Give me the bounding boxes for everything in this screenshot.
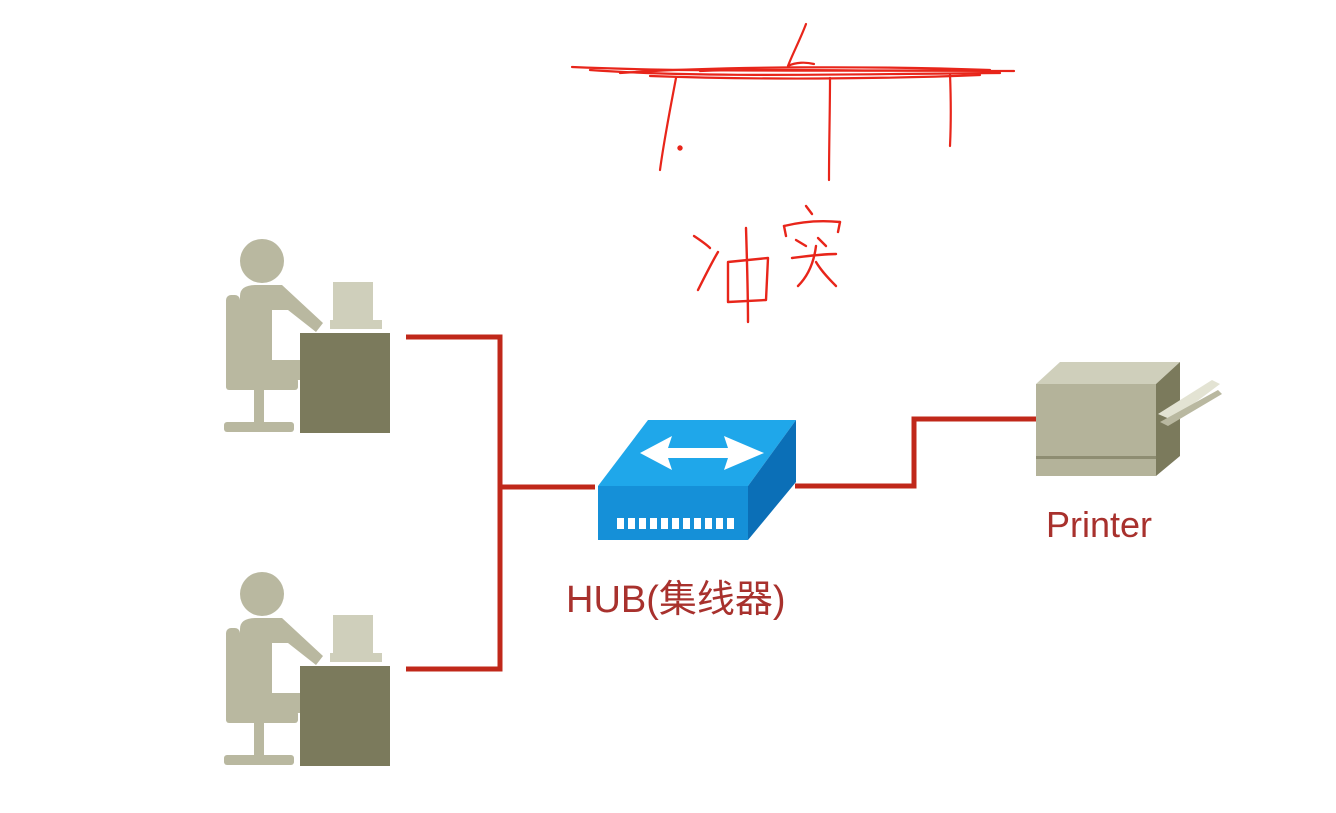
person-computer-icon [224,572,390,766]
hub-icon [598,420,796,540]
hub-label: HUB(集线器) [566,579,786,621]
handwritten-annotation-icon [692,204,842,324]
double-arrow-icon [640,436,764,470]
printer-icon [1036,362,1222,476]
handwritten-bus-sketch [570,22,1016,182]
link-pc1-hub [406,334,595,490]
hub-ports [617,518,734,529]
link-hub-printer [795,416,1036,489]
person-computer-icon [224,239,390,433]
link-pc2-hub [406,487,503,672]
printer-label: Printer [1046,504,1153,545]
network-links [406,334,1036,672]
